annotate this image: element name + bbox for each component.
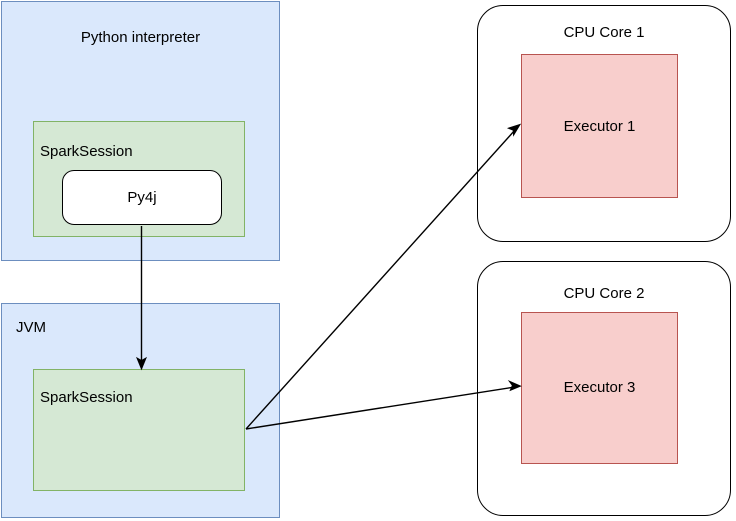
connector-line [245,386,516,430]
cpu-core-2-label: CPU Core 2 [563,285,645,302]
py4j-label: Py4j [127,189,157,206]
jvm-label: JVM [16,319,46,336]
executor-1-box[interactable] [521,54,678,198]
spark-session-jvm-box[interactable] [33,369,245,491]
executor-3-box[interactable] [521,312,678,464]
spark-session-jvm-label: SparkSession [40,389,133,406]
cpu-core-1-label: CPU Core 1 [563,24,645,41]
py4j-box[interactable] [62,170,222,225]
executor-3-label: Executor 3 [563,379,636,396]
connector-line [245,129,516,430]
python-interpreter-label: Python interpreter [80,29,201,46]
executor-1-label: Executor 1 [563,118,636,135]
spark-session-python-label: SparkSession [40,143,133,160]
